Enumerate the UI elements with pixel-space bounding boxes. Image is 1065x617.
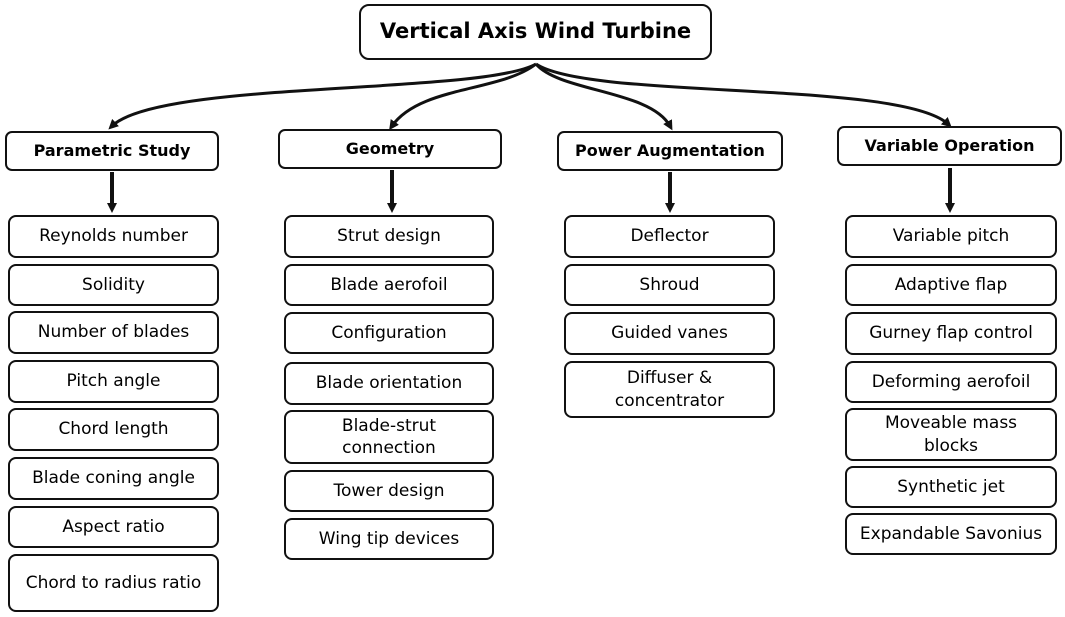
list-item: Gurney flap control — [845, 312, 1057, 355]
list-item: Tower design — [284, 470, 494, 512]
list-item: Guided vanes — [564, 312, 775, 355]
arrow-to-parametric-study — [108, 62, 537, 130]
list-item: Shroud — [564, 264, 775, 306]
category-parametric-study: Parametric Study — [5, 131, 219, 171]
list-item: Blade aerofoil — [284, 264, 494, 306]
list-item: Variable pitch — [845, 215, 1057, 258]
category-label: Variable Operation — [864, 135, 1035, 155]
list-item: Blade orientation — [284, 362, 494, 405]
arrow-to-power-augmentation — [534, 62, 673, 131]
list-item: Chord length — [8, 408, 219, 451]
category-label: Parametric Study — [33, 140, 191, 160]
list-item: Blade-strut connection — [284, 410, 494, 464]
category-label: Geometry — [345, 138, 435, 158]
list-item: Number of blades — [8, 311, 219, 354]
list-item: Deforming aerofoil — [845, 361, 1057, 403]
list-item: Solidity — [8, 264, 219, 306]
list-item: Adaptive flap — [845, 264, 1057, 306]
list-item: Deflector — [564, 215, 775, 258]
root-label: Vertical Axis Wind Turbine — [379, 19, 692, 44]
list-item: Aspect ratio — [8, 506, 219, 548]
category-variable-operation: Variable Operation — [837, 126, 1062, 166]
list-item: Diffuser & concentrator — [564, 361, 775, 418]
category-label: Power Augmentation — [575, 140, 765, 160]
list-item: Wing tip devices — [284, 518, 494, 560]
list-item: Strut design — [284, 215, 494, 258]
list-item: Blade coning angle — [8, 457, 219, 500]
list-item: Reynolds number — [8, 215, 219, 258]
list-item: Synthetic jet — [845, 466, 1057, 508]
list-item: Configuration — [284, 312, 494, 354]
root-node: Vertical Axis Wind Turbine — [359, 4, 712, 60]
list-item: Pitch angle — [8, 360, 219, 403]
category-geometry: Geometry — [278, 129, 502, 169]
category-power-augmentation: Power Augmentation — [557, 131, 783, 171]
arrow-to-geometry — [389, 62, 537, 131]
arrow-to-variable-operation — [535, 62, 952, 128]
list-item: Moveable mass blocks — [845, 408, 1057, 461]
list-item: Expandable Savonius — [845, 513, 1057, 555]
list-item: Chord to radius ratio — [8, 554, 219, 612]
